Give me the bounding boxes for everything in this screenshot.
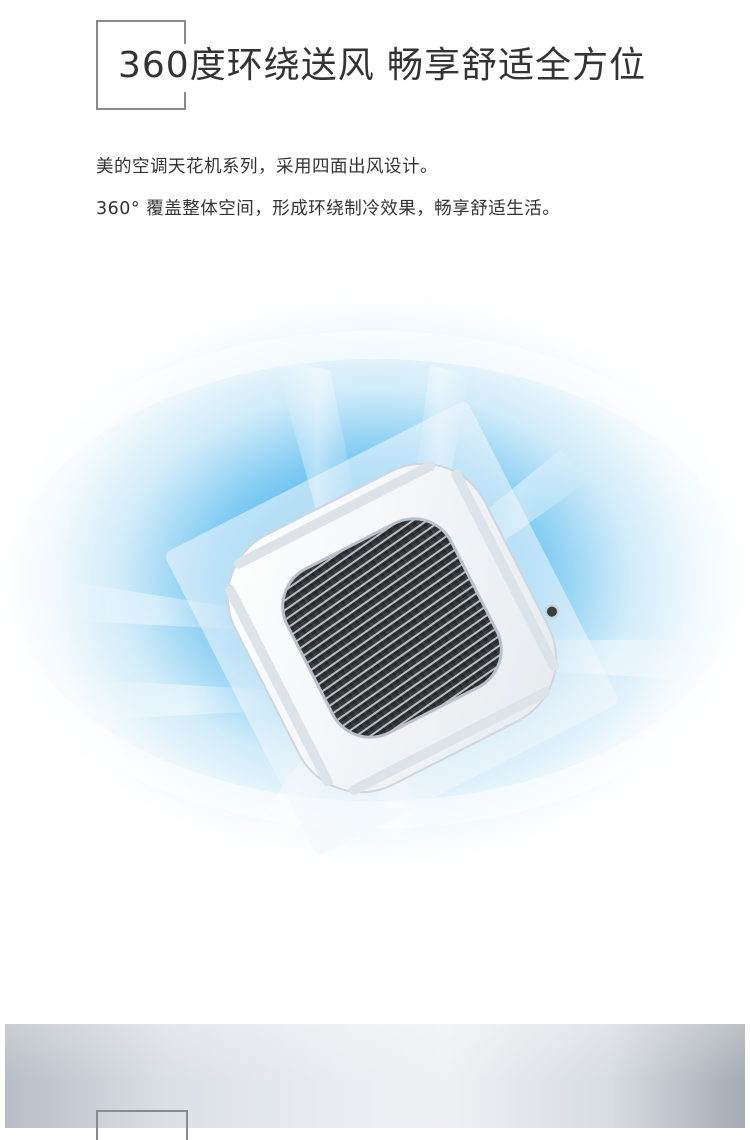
next-section-banner <box>5 1024 745 1140</box>
sensor-icon <box>544 604 559 619</box>
description-line-2: 360° 覆盖整体空间，形成环绕制冷效果，畅享舒适生活。 <box>96 199 561 219</box>
title-frame-decoration <box>96 20 186 110</box>
ceiling-ac-airflow-image <box>0 280 750 930</box>
ac-ceiling-panel <box>166 402 618 854</box>
return-air-grille <box>282 518 502 738</box>
ceiling-ac-illustration <box>0 290 750 870</box>
next-title-frame-decoration <box>96 1110 188 1140</box>
description-line-1: 美的空调天花机系列，采用四面出风设计。 <box>96 157 438 177</box>
page-title: 360度环绕送风 畅享舒适全方位 <box>118 45 647 86</box>
